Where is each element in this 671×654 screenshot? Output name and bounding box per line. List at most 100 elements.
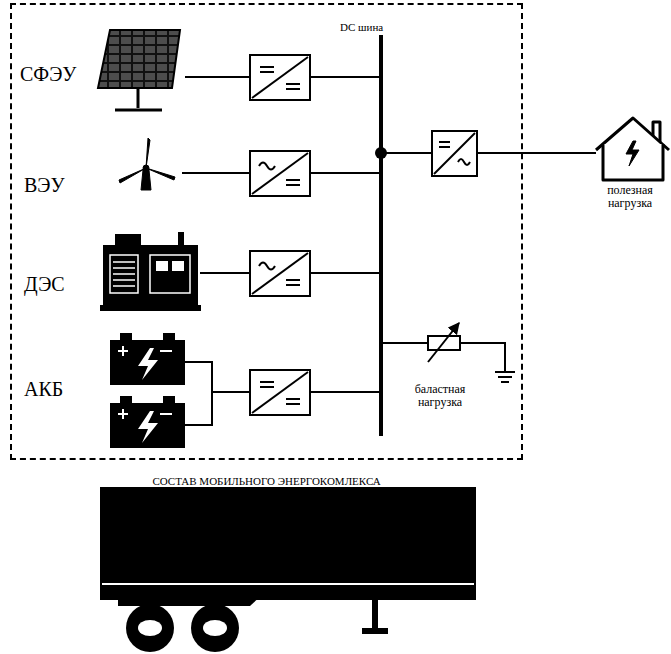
diesel-generator (113, 267, 135, 269)
wind-turbine (146, 138, 150, 168)
dc-dc-converter (260, 381, 274, 383)
diesel-generator (113, 279, 135, 281)
trailer (203, 620, 227, 636)
wire (460, 343, 505, 372)
wire (381, 152, 432, 154)
trailer (138, 620, 162, 636)
wire (200, 272, 250, 274)
dc-dc-converter (260, 66, 274, 68)
house-icon (626, 141, 639, 166)
wire (182, 77, 596, 425)
ground-symbol (501, 381, 509, 383)
ac-dc-converter (259, 163, 275, 170)
resistor-symbol (428, 323, 459, 362)
part-label: АКБ (24, 378, 104, 400)
wire (182, 172, 250, 174)
battery (163, 396, 175, 404)
dc-dc-converter (286, 403, 300, 405)
wind-turbine (119, 138, 175, 190)
trailer (100, 487, 476, 592)
trailer (362, 628, 388, 634)
trailer (100, 592, 476, 600)
battery (120, 396, 132, 404)
dc-dc-converter (252, 372, 308, 413)
part-label: ВЭУ (24, 174, 104, 196)
battery (118, 346, 172, 356)
dc-dc-converter (250, 370, 310, 415)
dc-dc-converter (286, 88, 300, 90)
wire (185, 76, 250, 78)
trailer (372, 598, 378, 632)
part-label: СФЭУ (20, 63, 100, 85)
part-label: ДЭС (24, 273, 104, 295)
inverter (432, 131, 477, 176)
part-label: баластная нагрузка (398, 383, 482, 409)
trailer (191, 604, 239, 652)
trailer (126, 604, 174, 652)
solar-panel (98, 30, 180, 88)
ground-symbol (495, 372, 515, 382)
inverter (432, 131, 477, 176)
wire (310, 272, 381, 274)
inverter (439, 146, 450, 148)
wind-turbine (119, 168, 146, 183)
dc-dc-converter (252, 57, 308, 98)
dc-dc-converter (260, 386, 274, 388)
diesel-generator (178, 232, 184, 246)
diesel-generator (100, 305, 201, 311)
ac-dc-converter (286, 279, 300, 281)
inverter (458, 159, 470, 165)
ac-dc-converter (286, 179, 300, 181)
diesel-generator (115, 234, 141, 246)
wire (477, 152, 596, 154)
battery (138, 348, 158, 380)
house-icon (603, 144, 663, 180)
solar-panel (115, 109, 162, 112)
ground-symbol (498, 376, 512, 378)
diesel-generator (110, 255, 138, 293)
diesel-generator (113, 262, 135, 286)
diesel-generator (113, 261, 135, 263)
dc-dc-converter (250, 370, 310, 415)
wind-turbine (141, 170, 151, 190)
inverter (439, 141, 450, 143)
diesel-generator (113, 285, 135, 287)
dc-dc-converter (286, 398, 300, 400)
ac-dc-converter (250, 251, 310, 296)
dc-bus (379, 35, 383, 436)
trailer (100, 487, 476, 652)
wire (185, 362, 212, 425)
ac-dc-converter (252, 253, 308, 294)
diesel-generator (156, 261, 168, 271)
ac-dc-converter (286, 184, 300, 186)
wire (212, 391, 250, 393)
battery (110, 333, 185, 448)
diesel-generator (113, 273, 135, 275)
part-label: DC шина (340, 21, 430, 33)
inverter (434, 133, 475, 174)
diesel-generator (103, 245, 198, 305)
ac-dc-converter (252, 153, 308, 194)
house-icon (653, 122, 660, 142)
wire (381, 342, 428, 344)
battery (110, 340, 185, 385)
battery (118, 409, 172, 419)
dc-dc-converter (250, 55, 310, 100)
dc-dc-converter (286, 83, 300, 85)
solar-panel (137, 88, 140, 108)
solar-panel (98, 30, 180, 110)
dc-dc-converter (260, 71, 274, 73)
ac-dc-converter (250, 151, 310, 196)
wire (310, 76, 381, 78)
part-label: полезная нагрузка (592, 184, 668, 210)
diesel-generator (150, 255, 190, 293)
diesel-generator (172, 261, 184, 271)
ground-symbol (495, 371, 515, 373)
trailer (102, 583, 474, 585)
dc-dc-converter (250, 55, 310, 100)
ac-dc-converter (286, 284, 300, 286)
ac-dc-converter (250, 151, 310, 196)
battery (110, 403, 185, 448)
